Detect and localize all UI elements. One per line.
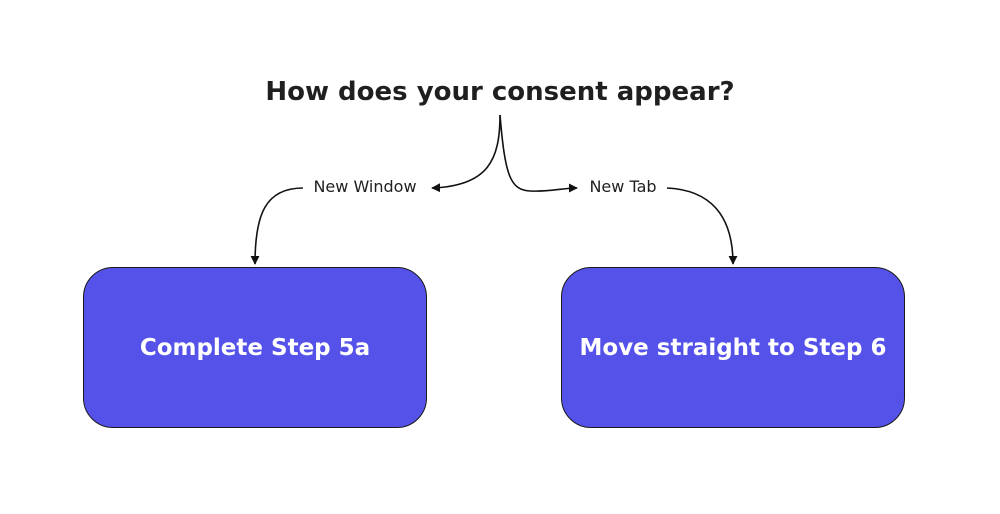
connector-question-to-new-window: [431, 114, 501, 193]
outcome-node-step-5a: Complete Step 5a: [83, 267, 427, 428]
edge-label-new-tab: New Tab: [580, 177, 666, 197]
decision-question: How does your consent appear?: [265, 77, 735, 107]
connector-new-tab-to-step-6: [666, 187, 738, 265]
outcome-node-step-6: Move straight to Step 6: [561, 267, 905, 428]
outcome-node-step-5a-label: Complete Step 5a: [139, 334, 371, 361]
edge-label-new-window: New Window: [303, 177, 427, 197]
connector-new-window-to-step-5a: [250, 187, 304, 265]
connector-question-to-new-tab: [499, 114, 578, 193]
outcome-node-step-6-label: Move straight to Step 6: [579, 334, 887, 361]
